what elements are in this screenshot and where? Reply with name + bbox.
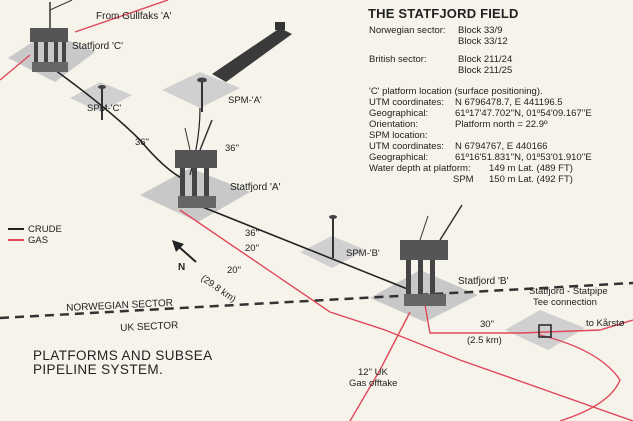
british-sector-label: British sector: [369,54,427,65]
statfjord-a-label: Statfjord 'A' [230,182,281,193]
caption-line-1: PLATFORMS AND SUBSEA [33,348,213,363]
water-depth-spm-value: 150 m Lat. (492 FT) [489,174,573,185]
geo1-value: 61º17'47.702''N, 01º54'09.167''E [455,108,592,119]
uk-offtake-label-1: 12" UK [358,367,388,378]
british-block-1: Block 211/24 [458,54,513,65]
crude-pipeline-c-a [54,69,186,181]
pipe-36-a-label: 36" [225,143,239,154]
north-arrow-icon [172,240,197,263]
gas-pipeline-uk-offtake [349,311,411,421]
norwegian-block-2: Block 33/12 [458,36,508,47]
pipe-20-ab-label: 20" [245,243,259,254]
tee-connection-box [538,324,552,338]
spm-heading: SPM location: [369,130,428,141]
gas-pipeline-a-uk [179,209,633,421]
pipe-30-label: 30" [480,319,494,330]
water-depth-label: Water depth at platform: [369,163,471,174]
platform-statfjord-a [175,119,217,208]
platform-statfjord-b [400,204,463,306]
legend-gas-label: GAS [28,235,49,246]
c-platform-heading: 'C' platform location (surface positioni… [369,86,543,97]
utm2-label: UTM coordinates: [369,141,444,152]
statfjord-c-label: Statfjord 'C' [72,41,124,52]
gas-pipeline-c-west [0,54,31,81]
geo2-label: Geographical: [369,152,429,163]
diagram-caption: PLATFORMS AND SUBSEA PIPELINE SYSTEM. [33,349,213,377]
pipe-20-gas-label: 20" [227,265,241,276]
diagram-title: THE STATFJORD FIELD [368,6,519,21]
utm1-value: N 6796478.7, E 441196.5 [455,97,563,108]
utm2-value: N 6794767, E 440166 [455,141,548,152]
platform-statfjord-c [30,0,73,72]
norwegian-sector-label: Norwegian sector: [369,25,446,36]
pipe-30-km-label: (2.5 km) [467,335,502,346]
tee-connection-label-2: Tee connection [533,297,597,308]
norwegian-block-1: Block 33/9 [458,25,503,36]
legend-crude-label: CRUDE [28,224,62,235]
seabed-pad-c [8,32,95,82]
spm-c-label: SPM-'C' [87,103,122,114]
crude-pipeline-a-b [199,205,411,291]
caption-line-2: PIPELINE SYSTEM. [33,362,164,377]
water-depth-spm-label: SPM [453,174,474,185]
gas-pipeline-tee-loop [539,334,621,421]
crude-pipeline-a-spm [189,107,201,176]
spm-a-buoy [197,77,207,112]
from-gullfaks-label: From Gullfaks 'A' [96,11,172,22]
north-label: N [178,262,186,273]
gas-pipeline-b-tee [424,304,633,334]
tanker-ship [212,22,292,82]
spm-b-buoy [329,215,337,258]
tee-connection-label-1: Statfjord - Statpipe [529,286,608,297]
pipe-36-ab-label: 36" [245,228,259,239]
statfjord-b-label: Statfjord 'B' [458,276,509,287]
spm-c-buoy [98,85,106,120]
water-depth-platform-value: 149 m Lat. (489 FT) [489,163,573,174]
pipe-36-c-label: 36" [135,137,149,148]
orientation-value: Platform north = 22.9º [455,119,548,130]
orientation-label: Orientation: [369,119,419,130]
spm-b-label: SPM-'B' [346,248,380,259]
to-karsto-label: to Kårstø [586,318,625,329]
spm-a-label: SPM-'A' [228,95,262,106]
geo1-label: Geographical: [369,108,429,119]
uk-offtake-label-2: Gas offtake [349,378,398,389]
sector-boundary-line [0,281,633,320]
utm1-label: UTM coordinates: [369,97,444,108]
seabed-pad-tee [505,310,585,350]
gas-pipeline-gullfaks-c [74,0,169,33]
british-block-2: Block 211/25 [458,65,513,76]
geo2-value: 61º16'51.831''N, 01º53'01.910''E [455,152,592,163]
